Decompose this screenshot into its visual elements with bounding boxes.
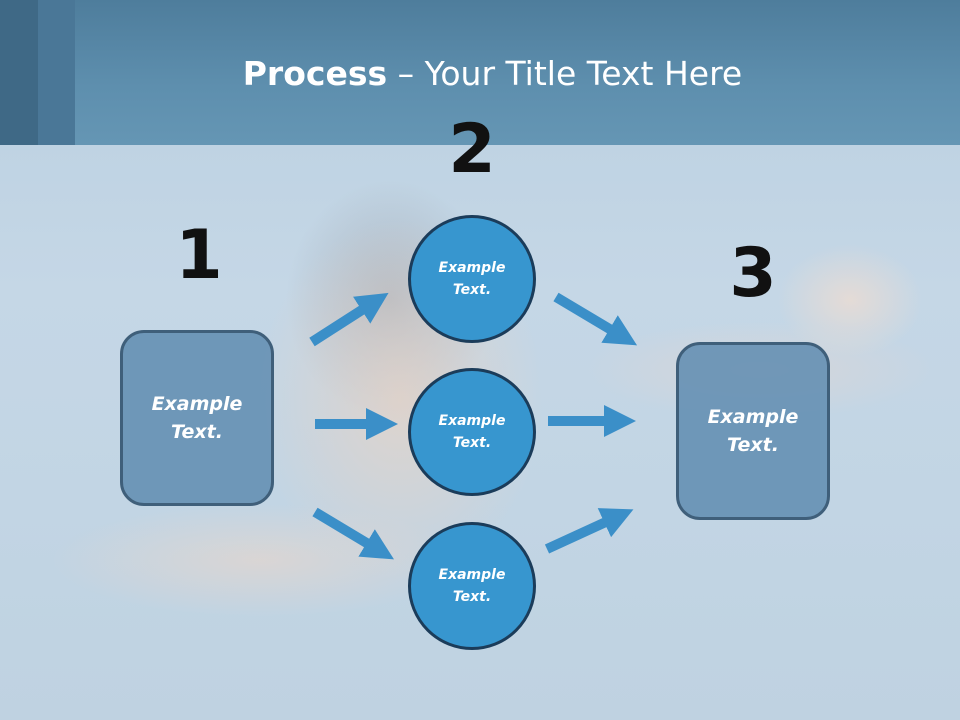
circle-text: Example Text. (438, 412, 506, 451)
header-accent-bar (0, 0, 38, 145)
step-number-1: 1 (175, 216, 223, 295)
circle-text: Example Text. (438, 259, 506, 298)
step2-circle-bottom: Example Text. (408, 522, 536, 650)
header-accent-bar (38, 0, 75, 145)
step-number-2: 2 (448, 110, 496, 189)
arrow-right-icon (309, 292, 389, 347)
step3-text: Example Text. (707, 405, 799, 457)
title-bar: Process – Your Title Text Here (0, 0, 960, 145)
title-rest: – Your Title Text Here (387, 54, 743, 93)
step1-text: Example Text. (151, 392, 243, 444)
step3-box: Example Text. (676, 342, 830, 520)
arrow-right-icon (553, 292, 638, 346)
title-bold: Process (242, 54, 388, 93)
arrow-right-icon (312, 507, 395, 560)
step1-box: Example Text. (120, 330, 274, 506)
step-number-3: 3 (729, 234, 777, 313)
circle-text: Example Text. (438, 566, 506, 605)
step2-circle-middle: Example Text. (408, 368, 536, 496)
slide-title: Process – Your Title Text Here (0, 54, 960, 93)
arrow-right-icon (544, 508, 634, 554)
step2-circle-top: Example Text. (408, 215, 536, 343)
